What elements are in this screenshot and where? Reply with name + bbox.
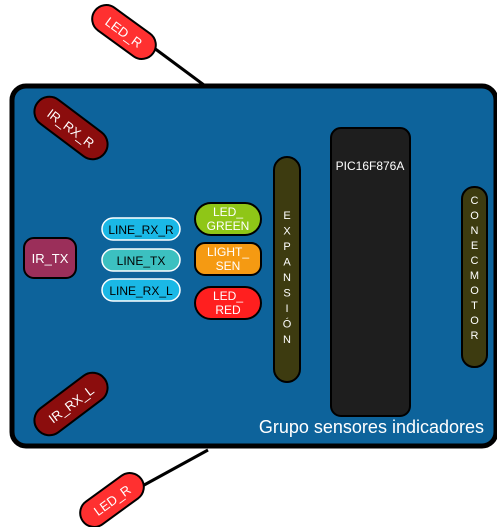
light-sen-line1: LIGHT_ [207, 245, 249, 259]
expansion-letter: P [283, 241, 290, 253]
line-rx-r-label: LINE_RX_R [108, 223, 174, 237]
expansion-letter: N [283, 334, 291, 346]
motor-letter: O [470, 210, 479, 222]
motor-letter: O [470, 285, 479, 297]
expansion-letter: X [283, 226, 291, 238]
led-red: LED_ RED [194, 286, 262, 320]
led-red-line1: LED_ [213, 289, 243, 303]
line-rx-l-label: LINE_RX_L [109, 284, 173, 298]
led-bottom-lead [134, 448, 209, 492]
motor-letter: T [471, 300, 478, 312]
expansion-letter: I [285, 303, 288, 315]
motor-letter: N [471, 225, 479, 237]
ir-tx-label: IR_TX [32, 251, 69, 266]
ir-tx: IR_TX [23, 237, 77, 279]
board-caption: Grupo sensores indicadores [259, 417, 484, 437]
led-green: LED_ GREEN [194, 202, 262, 236]
line-rx-l: LINE_RX_L [101, 278, 181, 302]
pic-chip: PIC16F876A [330, 127, 411, 417]
line-tx: LINE_TX [101, 248, 181, 272]
led-green-line2: GREEN [207, 219, 250, 233]
expansion-letter: N [283, 272, 291, 284]
motor-letter: E [471, 240, 478, 252]
expansion-letter: Ó [283, 318, 292, 331]
motor-letter: M [470, 270, 479, 282]
motor-letter: O [470, 315, 479, 327]
line-rx-r: LINE_RX_R [101, 217, 181, 241]
led-green-line1: LED_ [213, 205, 243, 219]
motor-letter: R [471, 330, 479, 342]
light-sen-line2: SEN [216, 259, 241, 273]
led-red-line2: RED [215, 303, 241, 317]
light-sen: LIGHT_ SEN [194, 242, 262, 276]
led-top: LED_R [91, 4, 157, 60]
motor-letter: C [471, 195, 479, 207]
motor-letter: C [471, 255, 479, 267]
expansion-letter: E [283, 210, 290, 222]
expansion-letter: S [283, 288, 290, 300]
expansion-letter: A [283, 257, 291, 269]
line-tx-label: LINE_TX [117, 254, 166, 268]
led-top-lead [149, 43, 209, 90]
led-bottom: LED_R [79, 472, 145, 527]
pic-label: PIC16F876A [336, 159, 405, 173]
